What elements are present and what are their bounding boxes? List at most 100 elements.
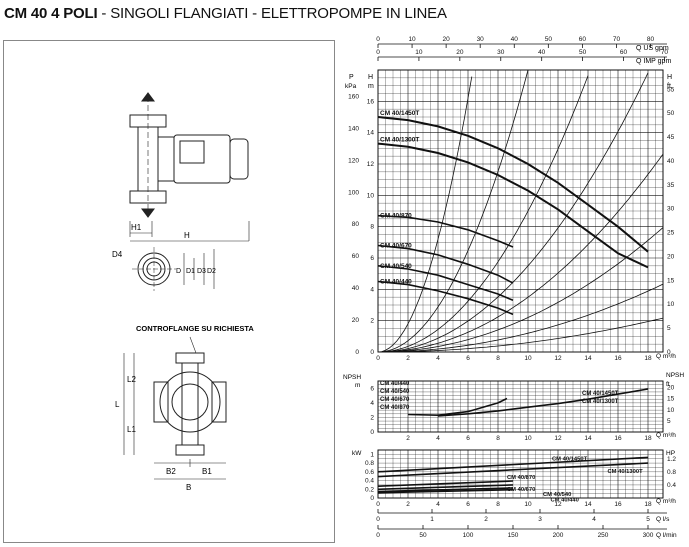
power-x-tick-label: 10: [524, 501, 532, 508]
dim-d3: D3: [197, 268, 206, 275]
npsh-y-tick-label-ft: 10: [667, 407, 675, 414]
top-us-tick-label: 70: [613, 36, 621, 43]
bottom-ls-tick-label: 5: [646, 516, 650, 523]
dim-b2: B2: [166, 467, 176, 476]
power-x-tick-label: 16: [614, 501, 622, 508]
y-tick-label-kpa: 120: [348, 157, 359, 164]
top-us-tick-label: 30: [477, 36, 485, 43]
top-us-tick-label: 10: [408, 36, 416, 43]
top-us-tick-label: 50: [545, 36, 553, 43]
bottom-ls-tick-label: 4: [592, 516, 596, 523]
head-curve-cm-40-870: [377, 214, 514, 248]
bottom-lmin-tick-label: 100: [463, 532, 474, 539]
system-curve: [378, 153, 664, 353]
y-tick-label-kpa: 140: [348, 125, 359, 132]
title-rest: - SINGOLI FLANGIATI - ELETTROPOMPE IN LI…: [97, 5, 447, 22]
y-tick-label-m: 2: [370, 318, 374, 325]
y-tick-label-m: 14: [367, 130, 375, 137]
y-tick-label-ft: 20: [667, 253, 675, 260]
y-tick-label-m: 4: [370, 286, 374, 293]
x-tick-label: 18: [644, 355, 652, 362]
npsh-x-tick-label: 16: [614, 435, 622, 442]
power-y-tick-label-kw: 0.4: [365, 478, 374, 485]
bottom-lmin-tick-label: 300: [643, 532, 654, 539]
title-main: CM 40 4 POLI: [4, 5, 98, 22]
x-tick-label: 2: [406, 355, 410, 362]
x-tick-label: 6: [466, 355, 470, 362]
axis-h-left-label: H: [368, 74, 373, 81]
head-curve-cm-40-1300t: [377, 142, 649, 269]
power-curve-label: CM 40/540: [543, 492, 571, 498]
top-us-tick-label: 60: [579, 36, 587, 43]
pump-top-view: [123, 336, 227, 480]
power-x-tick-label: 12: [554, 501, 562, 508]
top-us-tick-label: 20: [443, 36, 451, 43]
y-tick-label-m: 12: [367, 161, 375, 168]
npsh-x-tick-label: 4: [436, 435, 440, 442]
power-y-tick-label-hp: 1.2: [667, 456, 676, 463]
top-us-tick-label: 0: [376, 36, 380, 43]
y-tick-label-ft: 15: [667, 277, 675, 284]
bottom-ls-tick-label: 2: [484, 516, 488, 523]
top-imp-tick-label: 0: [376, 49, 380, 56]
y-tick-label-ft: 50: [667, 110, 675, 117]
power-x-tick-label: 4: [436, 501, 440, 508]
npsh-y-tick-label-ft: 15: [667, 396, 675, 403]
dim-d1: D1: [186, 268, 195, 275]
controflange-label: CONTROFLANGE SU RICHIESTA: [136, 324, 254, 333]
head-curve-label: CM 40/870: [380, 213, 412, 220]
y-tick-label-kpa: 160: [348, 93, 359, 100]
dim-h: H: [184, 231, 190, 240]
axis-q-m3h-npsh: Q m³/h: [656, 432, 676, 439]
bottom-ls-tick-label: 1: [430, 516, 434, 523]
axis-npsh-right-label: NPSH: [666, 372, 684, 379]
y-tick-label-kpa: 80: [352, 221, 360, 228]
npsh-x-tick-label: 12: [554, 435, 562, 442]
top-imp-tick-label: 50: [579, 49, 587, 56]
power-curve-cm-40-540: [377, 487, 514, 493]
axis-npsh-left-label: NPSH: [343, 374, 361, 381]
top-imp-tick-label: 40: [538, 49, 546, 56]
npsh-y-tick-label-m: 6: [370, 385, 374, 392]
power-curve-label: CM 40/1450T: [552, 457, 588, 463]
head-curve-cm-40-440: [377, 280, 514, 316]
dim-d: D: [176, 268, 181, 275]
power-y-tick-label-kw: 0.2: [365, 486, 374, 493]
y-tick-label-m: 8: [370, 224, 374, 231]
head-curve-label: CM 40/440: [380, 279, 412, 286]
axis-hp-label: HP: [666, 450, 675, 457]
npsh-x-tick-label: 18: [644, 435, 652, 442]
npsh-x-tick-label: 8: [496, 435, 500, 442]
power-curve-label: CM 40/1300T: [608, 469, 644, 475]
axis-p-label: P: [349, 74, 354, 81]
npsh-x-tick-label: 6: [466, 435, 470, 442]
npsh-legend-left-item: CM 40/440: [380, 381, 410, 387]
dim-d4: D4: [112, 250, 123, 259]
head-curve-cm-40-1450t: [377, 116, 649, 253]
axis-q-ls-label: Q l/s: [656, 516, 670, 523]
top-imp-tick-label: 20: [456, 49, 464, 56]
system-curve: [378, 317, 664, 353]
y-tick-label-m: 10: [367, 192, 375, 199]
x-tick-label: 8: [496, 355, 500, 362]
bottom-lmin-tick-label: 50: [419, 532, 427, 539]
top-imp-tick-label: 30: [497, 49, 505, 56]
top-imp-tick-label: 10: [415, 49, 423, 56]
y-tick-label-ft: 30: [667, 206, 675, 213]
x-tick-label: 16: [614, 355, 622, 362]
axis-q-m3h-power: Q m³/h: [656, 498, 676, 505]
power-x-tick-label: 6: [466, 501, 470, 508]
power-x-tick-label: 8: [496, 501, 500, 508]
axis-top-us-label: Q US gpm: [636, 45, 669, 52]
power-curve-cm-40-670: [377, 484, 514, 491]
axis-kw-label: kW: [352, 450, 362, 457]
power-curve-cm-40-440: [377, 488, 514, 494]
power-curve-label: CM 40/670: [507, 487, 535, 493]
power-curve-cm-40-1450t: [377, 456, 649, 473]
bottom-lmin-tick-label: 250: [598, 532, 609, 539]
axis-q-m3h-main: Q m³/h: [656, 353, 676, 360]
y-tick-label-ft: 25: [667, 230, 675, 237]
axis-h-right-label: H: [667, 74, 672, 81]
bottom-ls-tick-label: 0: [376, 516, 380, 523]
